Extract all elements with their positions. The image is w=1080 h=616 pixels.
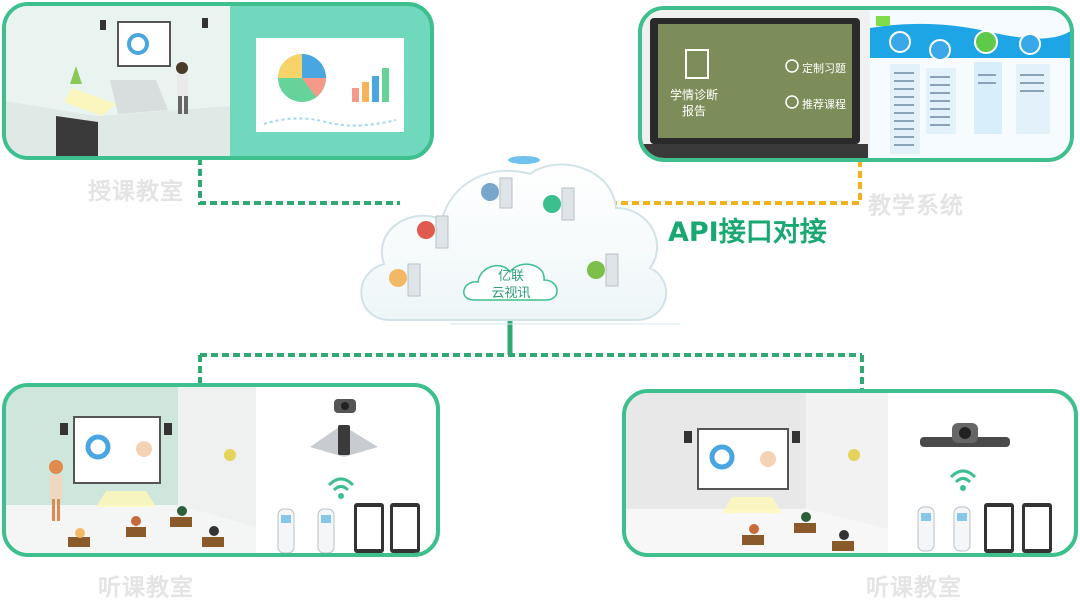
api-label: API接口对接 [668, 217, 827, 248]
bar-chart-icon [352, 68, 389, 102]
video-conference-icon [310, 399, 378, 457]
listen-left-caption: 听课教室 [98, 575, 194, 601]
wifi-icon [327, 477, 355, 499]
custom-exercise-label: 定制习题 [802, 62, 846, 75]
report-label-2: 报告 [682, 104, 707, 118]
listen-right-caption: 听课教室 [866, 575, 962, 601]
system-ui-screenshot [870, 10, 1070, 158]
listening-classroom-right-panel [622, 389, 1078, 557]
wifi-icon [949, 469, 977, 491]
tablet-icon [354, 503, 420, 553]
cloud-label-line2: 云视讯 [491, 286, 531, 301]
recommend-course-label: 推荐课程 [802, 98, 846, 111]
listening-classroom-illustration [6, 387, 256, 553]
teaching-system-caption: 教学系统 [868, 193, 964, 219]
cloud-icon [360, 156, 680, 325]
line-system-to-cloud [598, 160, 862, 205]
cloud-label-line1: 亿联 [497, 269, 524, 284]
line-teaching-to-cloud [198, 158, 400, 205]
video-conference-icon [920, 423, 1010, 447]
pie-chart-icon [278, 54, 326, 102]
teacher-classroom-illustration [6, 6, 230, 156]
listening-classroom-left-panel [2, 383, 440, 557]
report-label-1: 学情诊断 [670, 88, 719, 102]
clicker-icon [277, 508, 335, 553]
teaching-system-panel: 学情诊断 报告 定制习题 推荐课程 [638, 6, 1074, 162]
clicker-icon [917, 506, 971, 552]
teaching-room-caption: 授课教室 [88, 179, 184, 205]
teaching-classroom-panel [2, 2, 434, 160]
server-icon [389, 177, 619, 297]
data-chart-screen [256, 38, 404, 132]
cloud-label: 亿联 云视讯 [486, 268, 536, 302]
laptop-icon [642, 10, 868, 158]
tablet-icon [984, 503, 1052, 553]
listening-classroom-illustration [626, 393, 888, 553]
